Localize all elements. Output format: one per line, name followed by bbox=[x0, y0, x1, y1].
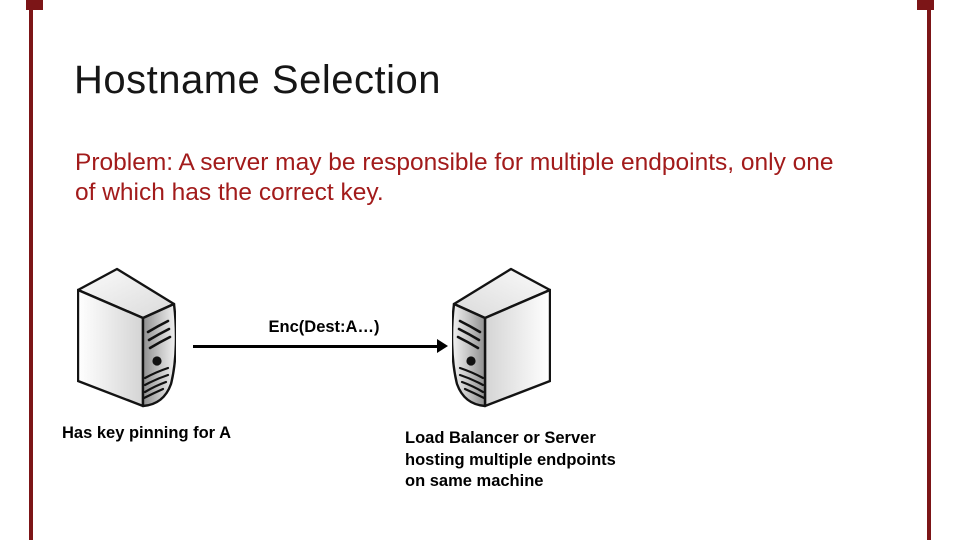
frame-top-right-accent bbox=[917, 0, 934, 10]
page-title: Hostname Selection bbox=[74, 58, 441, 102]
problem-statement: Problem: A server may be responsible for… bbox=[75, 149, 834, 206]
right-server-caption: Load Balancer or Server hosting multiple… bbox=[405, 429, 616, 490]
arrow-label: Enc(Dest:A…) bbox=[268, 318, 380, 336]
frame-top-left-accent bbox=[26, 0, 43, 10]
left-server-caption: Has key pinning for A bbox=[62, 424, 231, 442]
right-arrow-head-icon bbox=[437, 339, 448, 353]
frame-right-border bbox=[927, 3, 931, 540]
server-tower-icon-mirrored bbox=[452, 267, 551, 408]
server-tower-icon bbox=[77, 267, 176, 408]
right-arrow-icon bbox=[193, 345, 439, 348]
frame-left-border bbox=[29, 3, 33, 540]
